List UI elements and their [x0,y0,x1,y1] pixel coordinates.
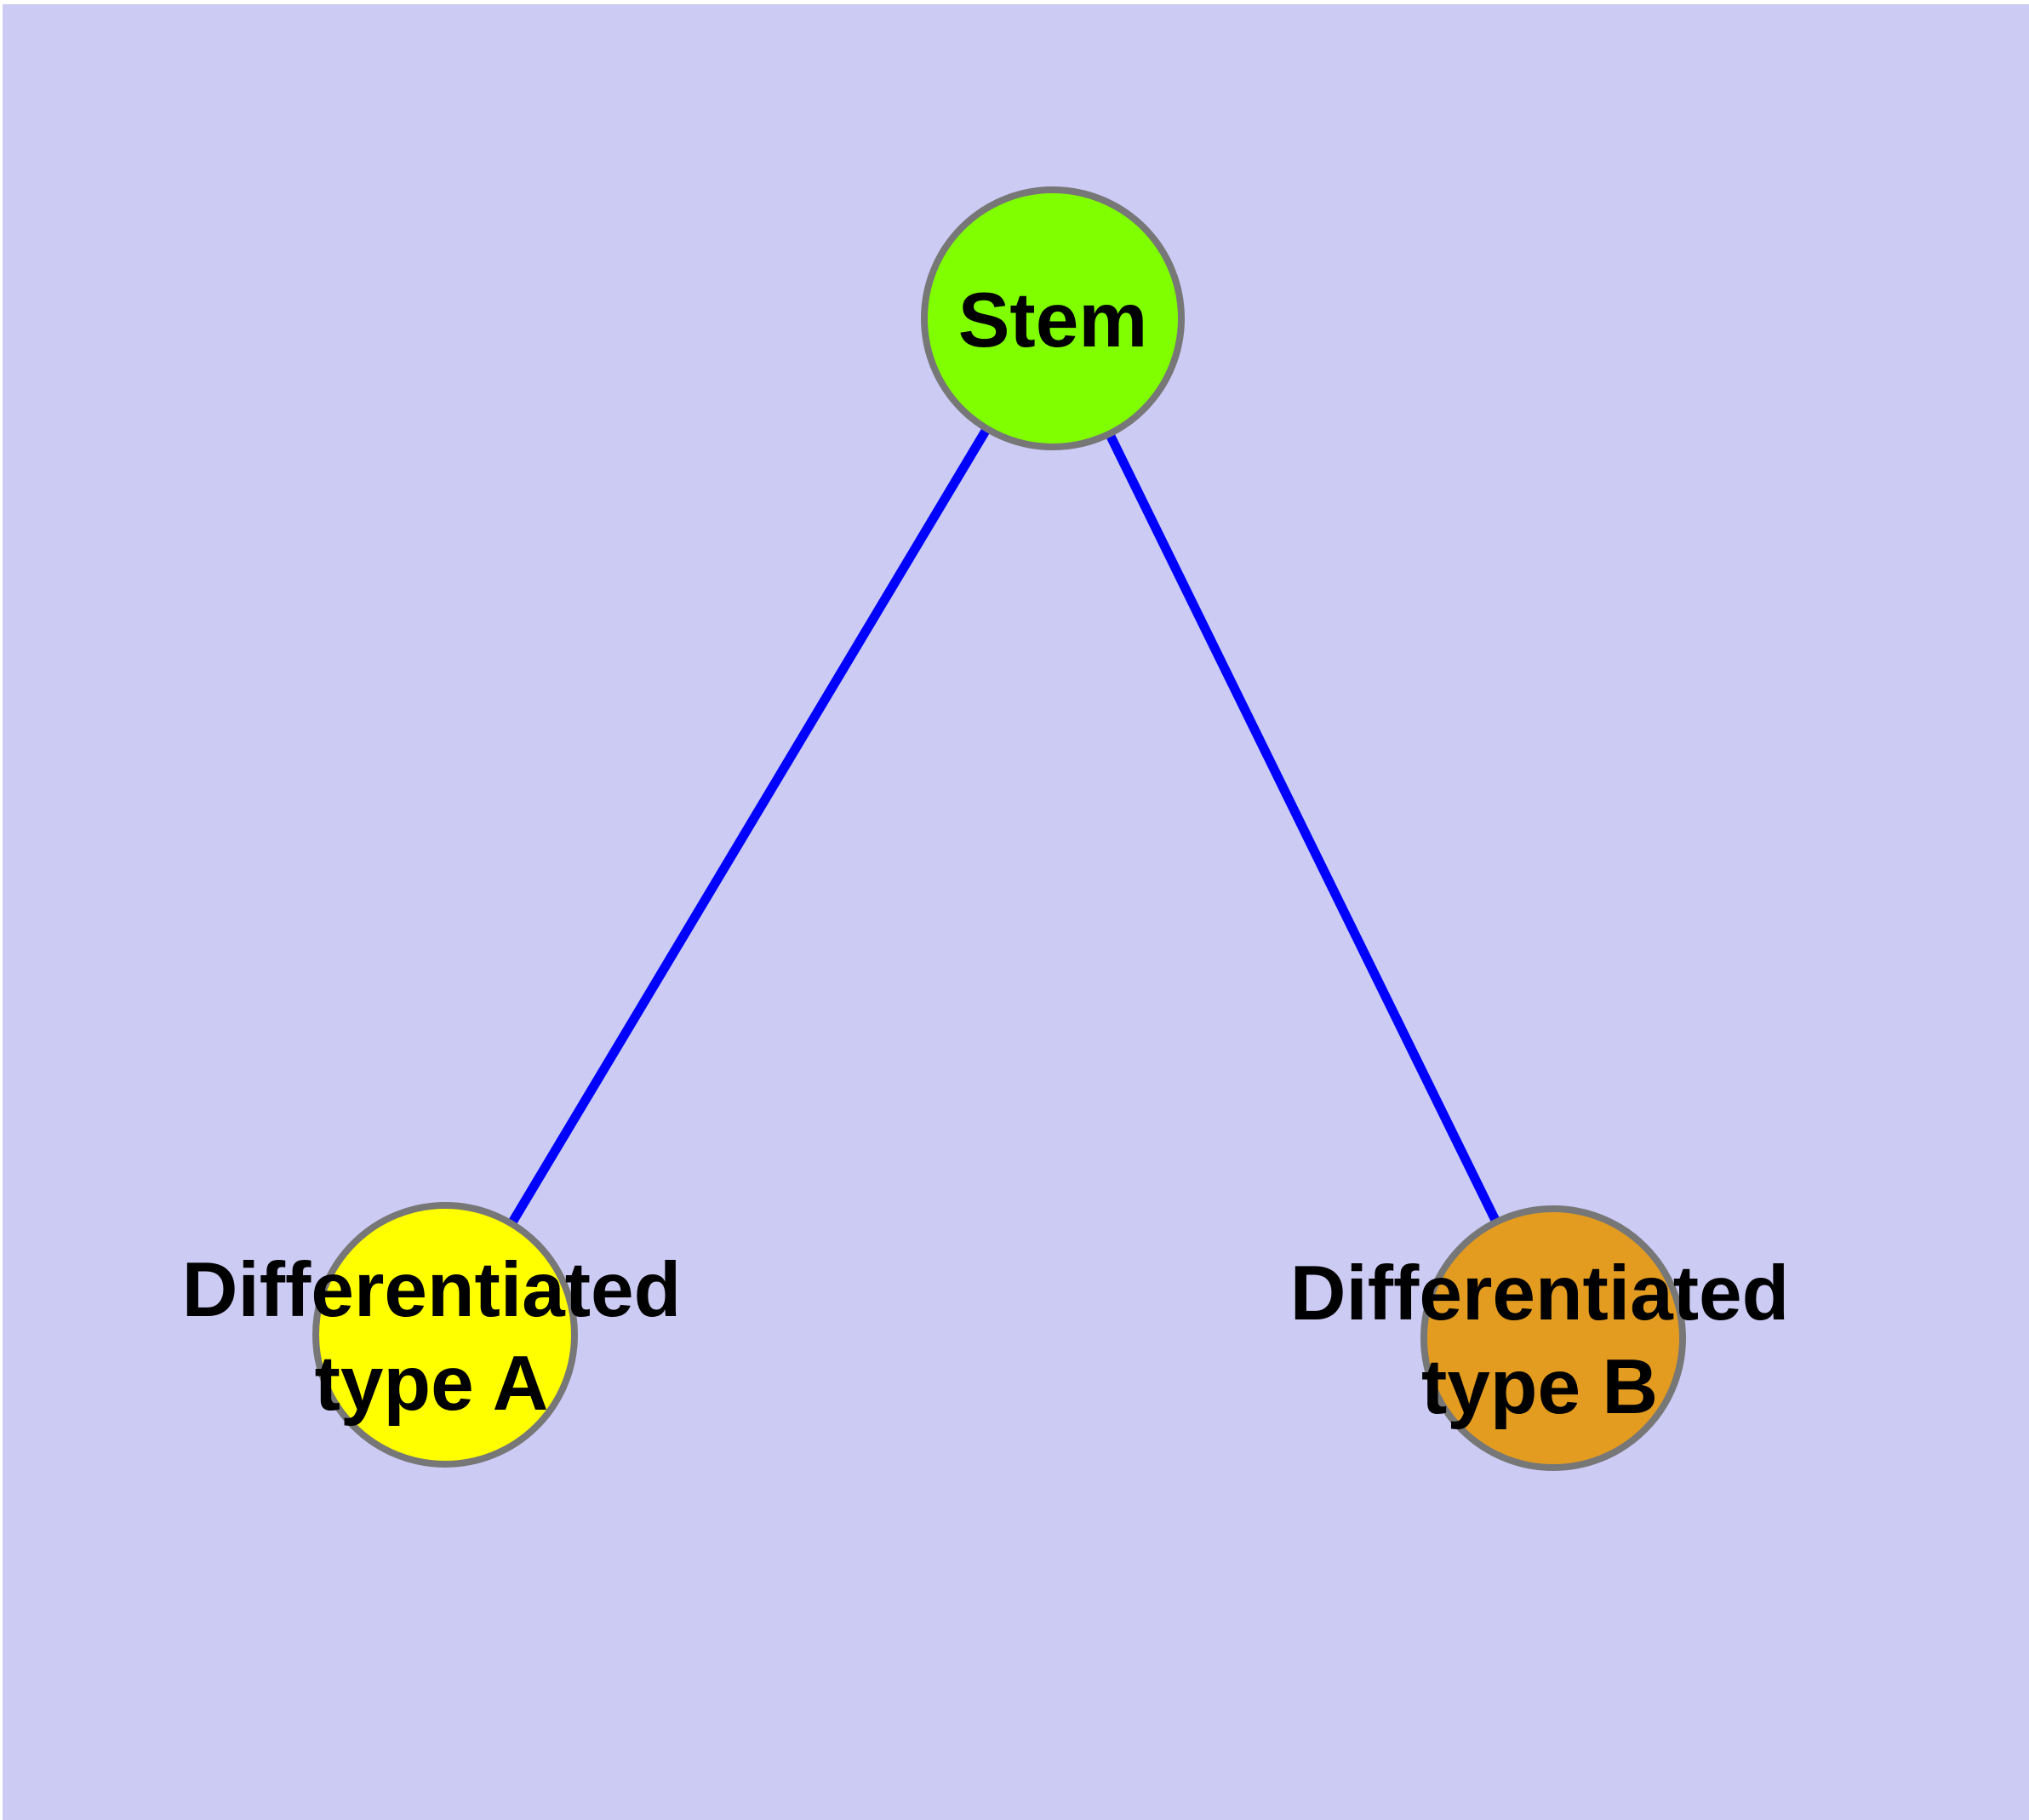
node-differentiated-type-a: Differentiated type A [182,1202,682,1468]
type-a-node-circle [312,1202,578,1468]
stem-node-label: Stem [958,278,1148,363]
edge-stem-to-type-b [1049,316,1557,1341]
type-b-node-circle [1420,1205,1686,1471]
node-stem: Stem [921,186,1185,450]
edge-stem-to-type-a [441,316,1057,1337]
node-differentiated-type-b: Differentiated type B [1290,1205,1790,1471]
stem-node-circle [921,186,1185,450]
edges [441,316,1557,1341]
type-b-node-label-line1: Differentiated [1290,1251,1790,1336]
type-a-node-label-line1: Differentiated [182,1247,682,1333]
type-b-node-label-line2: type B [1421,1344,1658,1430]
type-a-node-label-line2: type A [315,1341,549,1427]
